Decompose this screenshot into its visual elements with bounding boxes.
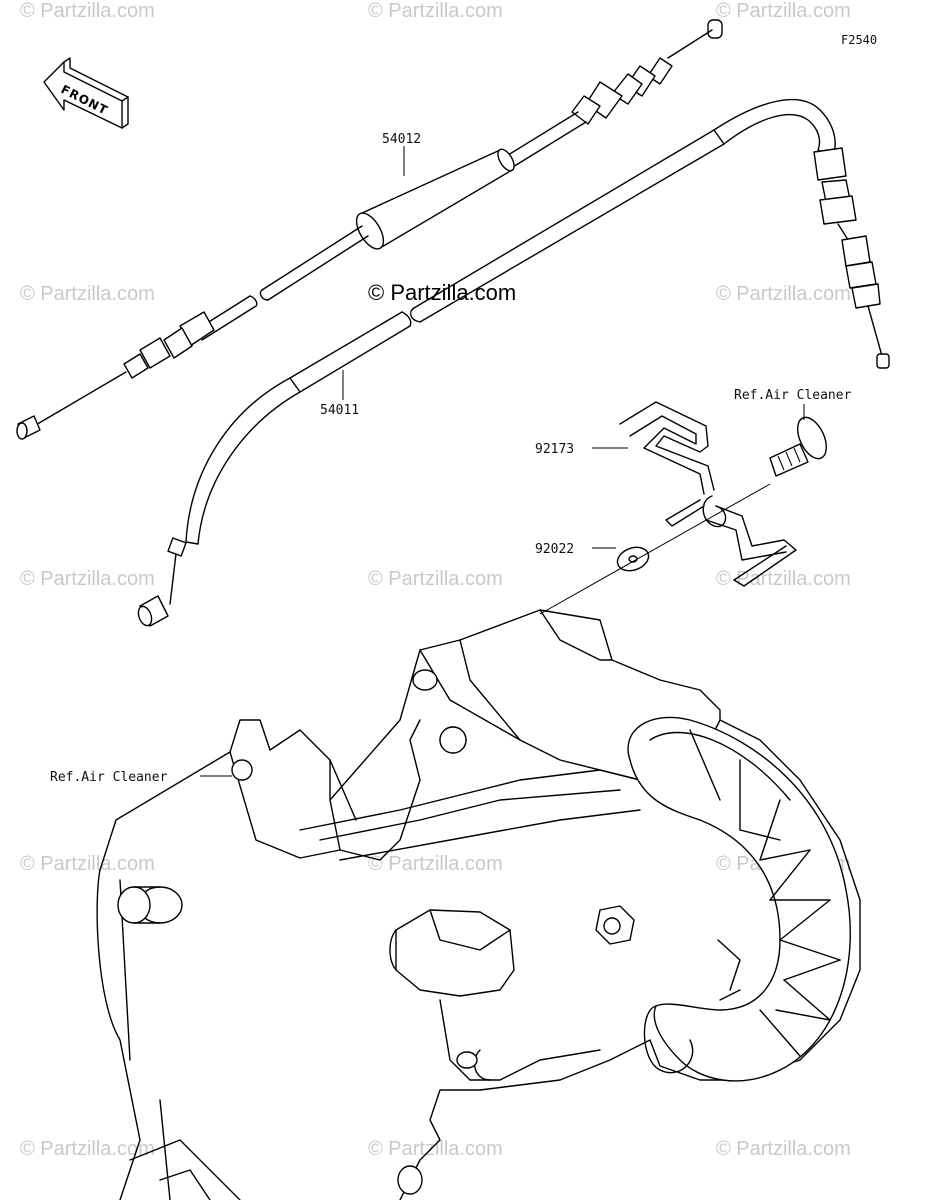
- copyright-text: © Partzilla.com: [368, 280, 516, 305]
- throttle-cable-54012: [16, 19, 723, 440]
- front-arrow-icon: FRONT: [43, 57, 129, 129]
- leader-lines: [200, 146, 805, 777]
- part-label-54011: 54011: [320, 403, 359, 418]
- watermark: © Partzilla.com: [20, 283, 155, 305]
- bolt: [769, 416, 828, 477]
- watermark: © Partzilla.com: [716, 283, 851, 305]
- watermark: © Partzilla.com: [20, 853, 155, 875]
- watermark: © Partzilla.com: [368, 853, 503, 875]
- clamp-92173: [619, 401, 797, 587]
- watermark: © Partzilla.com: [20, 0, 155, 22]
- watermark: © Partzilla.com: [20, 568, 155, 590]
- ref-label-air-cleaner-lower: Ref.Air Cleaner: [50, 770, 168, 785]
- watermark: © Partzilla.com: [716, 1138, 851, 1160]
- watermark: © Partzilla.com: [20, 1138, 155, 1160]
- throttle-cable-54011: [137, 98, 890, 627]
- watermark: © Partzilla.com: [368, 1138, 503, 1160]
- part-label-54012: 54012: [382, 132, 421, 147]
- watermark: © Partzilla.com: [368, 568, 503, 590]
- diagram-code: F2540: [841, 33, 877, 47]
- watermark: © Partzilla.com: [368, 0, 503, 22]
- air-cleaner-housing: [96, 609, 861, 1200]
- assembly-axis: [539, 483, 771, 615]
- watermark: © Partzilla.com: [716, 568, 851, 590]
- part-label-92173: 92173: [535, 442, 574, 457]
- part-label-92022: 92022: [535, 542, 574, 557]
- ref-label-air-cleaner-upper: Ref.Air Cleaner: [734, 388, 852, 403]
- watermark: © Partzilla.com: [716, 0, 851, 22]
- washer-92022: [616, 546, 650, 572]
